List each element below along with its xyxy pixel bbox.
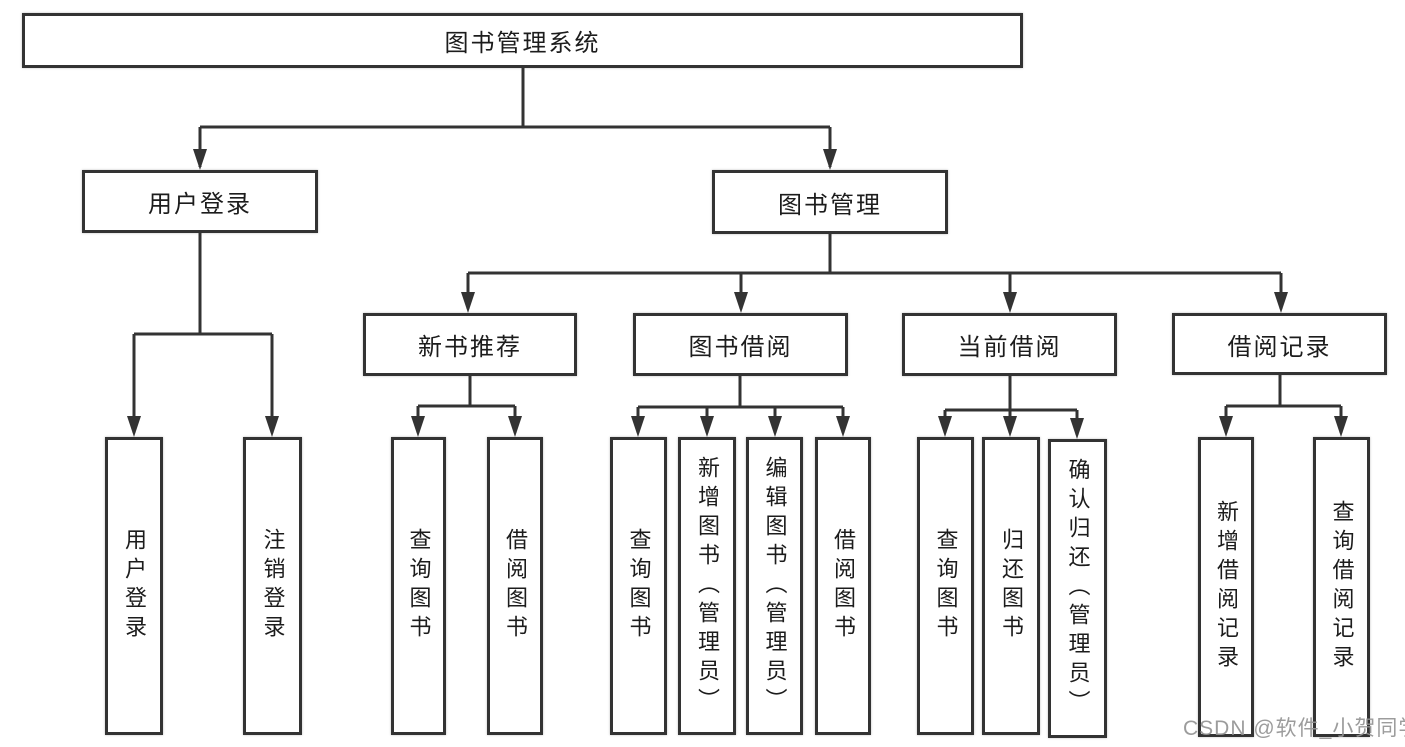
arrow-icon [1219, 416, 1233, 437]
arrow-icon [1003, 292, 1017, 313]
leaf-return-books: 归还图书 [982, 437, 1040, 735]
leaf-label: 用户登录 [122, 528, 147, 644]
leaf-label: 编辑图书（管理员） [762, 455, 788, 717]
node-book-borrow: 图书借阅 [633, 313, 848, 376]
leaf-borrow-books-recommend: 借阅图书 [487, 437, 543, 735]
node-label: 图书管理系统 [444, 30, 601, 57]
node-label: 新书推荐 [418, 334, 522, 361]
leaf-logout: 注销登录 [243, 437, 302, 735]
leaf-label: 新增借阅记录 [1214, 500, 1239, 674]
arrow-icon [411, 416, 425, 437]
arrow-icon [631, 416, 645, 437]
arrow-icon [938, 416, 952, 437]
node-label: 图书管理 [778, 191, 882, 219]
node-label: 图书借阅 [688, 334, 793, 361]
arrow-icon [768, 416, 782, 437]
leaf-label: 注销登录 [260, 528, 286, 644]
leaf-query-books-current: 查询图书 [917, 437, 974, 735]
node-current-borrow: 当前借阅 [902, 313, 1117, 376]
arrow-icon [1003, 416, 1017, 437]
leaf-edit-books-admin: 编辑图书（管理员） [746, 437, 803, 735]
node-root-system: 图书管理系统 [22, 13, 1023, 68]
leaf-label: 查询借阅记录 [1329, 500, 1355, 674]
arrow-icon [265, 416, 279, 437]
node-label: 借阅记录 [1227, 333, 1332, 361]
node-book-management: 图书管理 [712, 170, 948, 234]
leaf-confirm-return-admin: 确认归还（管理员） [1048, 439, 1107, 738]
leaf-borrow-books: 借阅图书 [815, 437, 871, 735]
leaf-user-login: 用户登录 [105, 437, 163, 735]
leaf-label: 查询图书 [406, 528, 432, 644]
leaf-query-books-borrow: 查询图书 [610, 437, 667, 735]
csdn-watermark: CSDN @软件_小贺同学 [1183, 717, 1405, 740]
node-label: 用户登录 [148, 191, 252, 218]
arrow-icon [127, 416, 141, 437]
leaf-label: 确认归还（管理员） [1065, 458, 1091, 719]
leaf-query-borrow-record: 查询借阅记录 [1313, 437, 1370, 737]
arrow-icon [823, 149, 837, 170]
node-borrow-records: 借阅记录 [1172, 313, 1387, 375]
leaf-label: 查询图书 [626, 528, 652, 644]
leaf-label: 借阅图书 [503, 528, 528, 644]
arrow-icon [1274, 292, 1288, 313]
arrowheads [127, 149, 1348, 439]
leaf-label: 新增图书（管理员） [695, 455, 720, 717]
arrow-icon [508, 416, 522, 437]
arrow-icon [836, 416, 850, 437]
tree-edges [132, 68, 1343, 435]
arrow-icon [734, 292, 748, 313]
arrow-icon [193, 149, 207, 170]
arrow-icon [1070, 418, 1084, 439]
node-user-login: 用户登录 [82, 170, 318, 233]
leaf-add-books-admin: 新增图书（管理员） [678, 437, 736, 735]
arrow-icon [1334, 416, 1348, 437]
node-label: 当前借阅 [957, 334, 1062, 361]
arrow-icon [461, 292, 475, 313]
leaf-query-books-recommend: 查询图书 [391, 437, 446, 735]
arrow-icon [700, 416, 714, 437]
leaf-label: 借阅图书 [831, 528, 856, 644]
node-new-book-recommend: 新书推荐 [363, 313, 577, 376]
leaf-add-borrow-record: 新增借阅记录 [1198, 437, 1254, 737]
leaf-label: 查询图书 [933, 528, 959, 644]
leaf-label: 归还图书 [999, 528, 1024, 644]
